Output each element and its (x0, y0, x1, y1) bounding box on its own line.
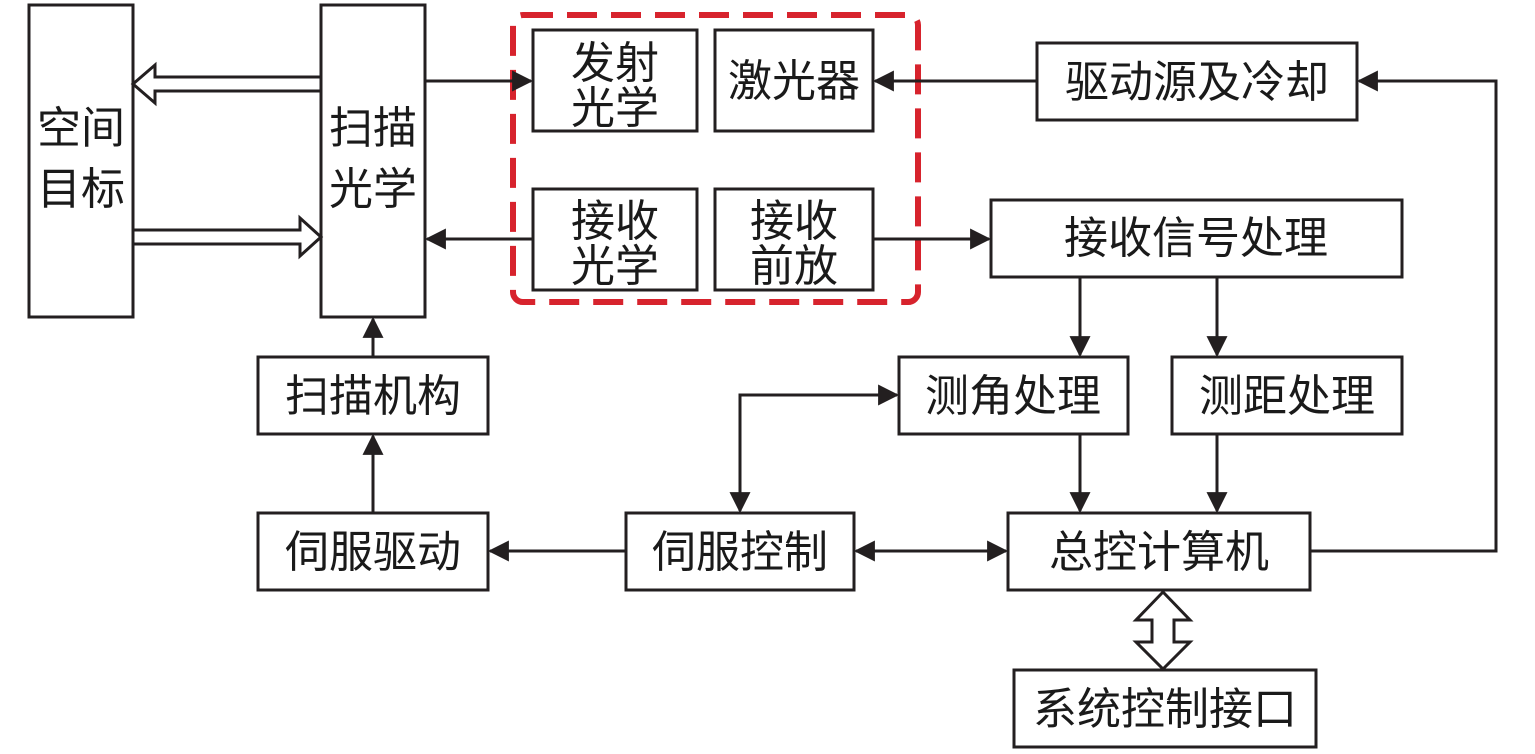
receive-optics-label-line-2: 光学 (571, 241, 659, 292)
block-servo-drive: 伺服驱动 (256, 511, 490, 592)
block-receive-signal-processing: 接收信号处理 (989, 198, 1404, 279)
system-control-interface-label: 系统控制接口 (1033, 684, 1297, 735)
main-computer-label: 总控计算机 (1049, 527, 1269, 578)
servo-control-label: 伺服控制 (652, 527, 828, 578)
bidirectional-arrow-angle-processing-servo-control (729, 384, 900, 514)
angle-processing-label: 测角处理 (925, 371, 1101, 422)
hollow-bidirectional-arrow-main-computer-system-interface (1132, 589, 1194, 672)
transmit-optics-label-line-2: 光学 (571, 83, 659, 134)
block-scan-optics: 扫描 光学 (319, 3, 427, 319)
scan-optics-label-line-2: 光学 (329, 164, 417, 215)
block-receive-preamp: 接收 前放 (713, 187, 875, 292)
block-space-target: 空间 目标 (27, 3, 135, 319)
block-main-computer: 总控计算机 (1006, 511, 1312, 592)
block-angle-processing: 测角处理 (897, 355, 1130, 436)
range-processing-label: 测距处理 (1199, 371, 1375, 422)
block-laser: 激光器 (713, 28, 875, 133)
hollow-arrow-space-target-to-scan-optics (131, 214, 324, 260)
receive-preamp-label-line-1: 接收 (750, 196, 838, 247)
space-target-label-line-1: 空间 (37, 103, 125, 154)
hollow-arrow-scan-optics-to-space-target (130, 61, 323, 107)
optical-module-highlight-border (510, 12, 921, 305)
servo-drive-label: 伺服驱动 (285, 527, 461, 578)
receive-optics-label-line-1: 接收 (571, 196, 659, 247)
block-range-processing: 测距处理 (1170, 355, 1404, 436)
receive-signal-processing-label: 接收信号处理 (1064, 213, 1328, 264)
space-target-label-line-2: 目标 (37, 164, 125, 215)
transmit-optics-label-line-1: 发射 (571, 38, 659, 89)
block-driver-cooling: 驱动源及冷却 (1035, 41, 1359, 122)
laser-label: 激光器 (728, 56, 860, 107)
block-transmit-optics: 发射 光学 (531, 28, 699, 134)
block-servo-control: 伺服控制 (624, 511, 856, 592)
block-scan-mechanism: 扫描机构 (256, 355, 490, 436)
scan-mechanism-label: 扫描机构 (285, 371, 461, 422)
block-receive-optics: 接收 光学 (531, 187, 699, 292)
driver-cooling-label: 驱动源及冷却 (1065, 57, 1329, 108)
receive-preamp-label-line-2: 前放 (750, 241, 838, 292)
scan-optics-label-line-1: 扫描 (329, 103, 417, 154)
block-system-control-interface: 系统控制接口 (1012, 668, 1318, 749)
arrow-main-computer-to-driver-cooling (1310, 70, 1498, 553)
